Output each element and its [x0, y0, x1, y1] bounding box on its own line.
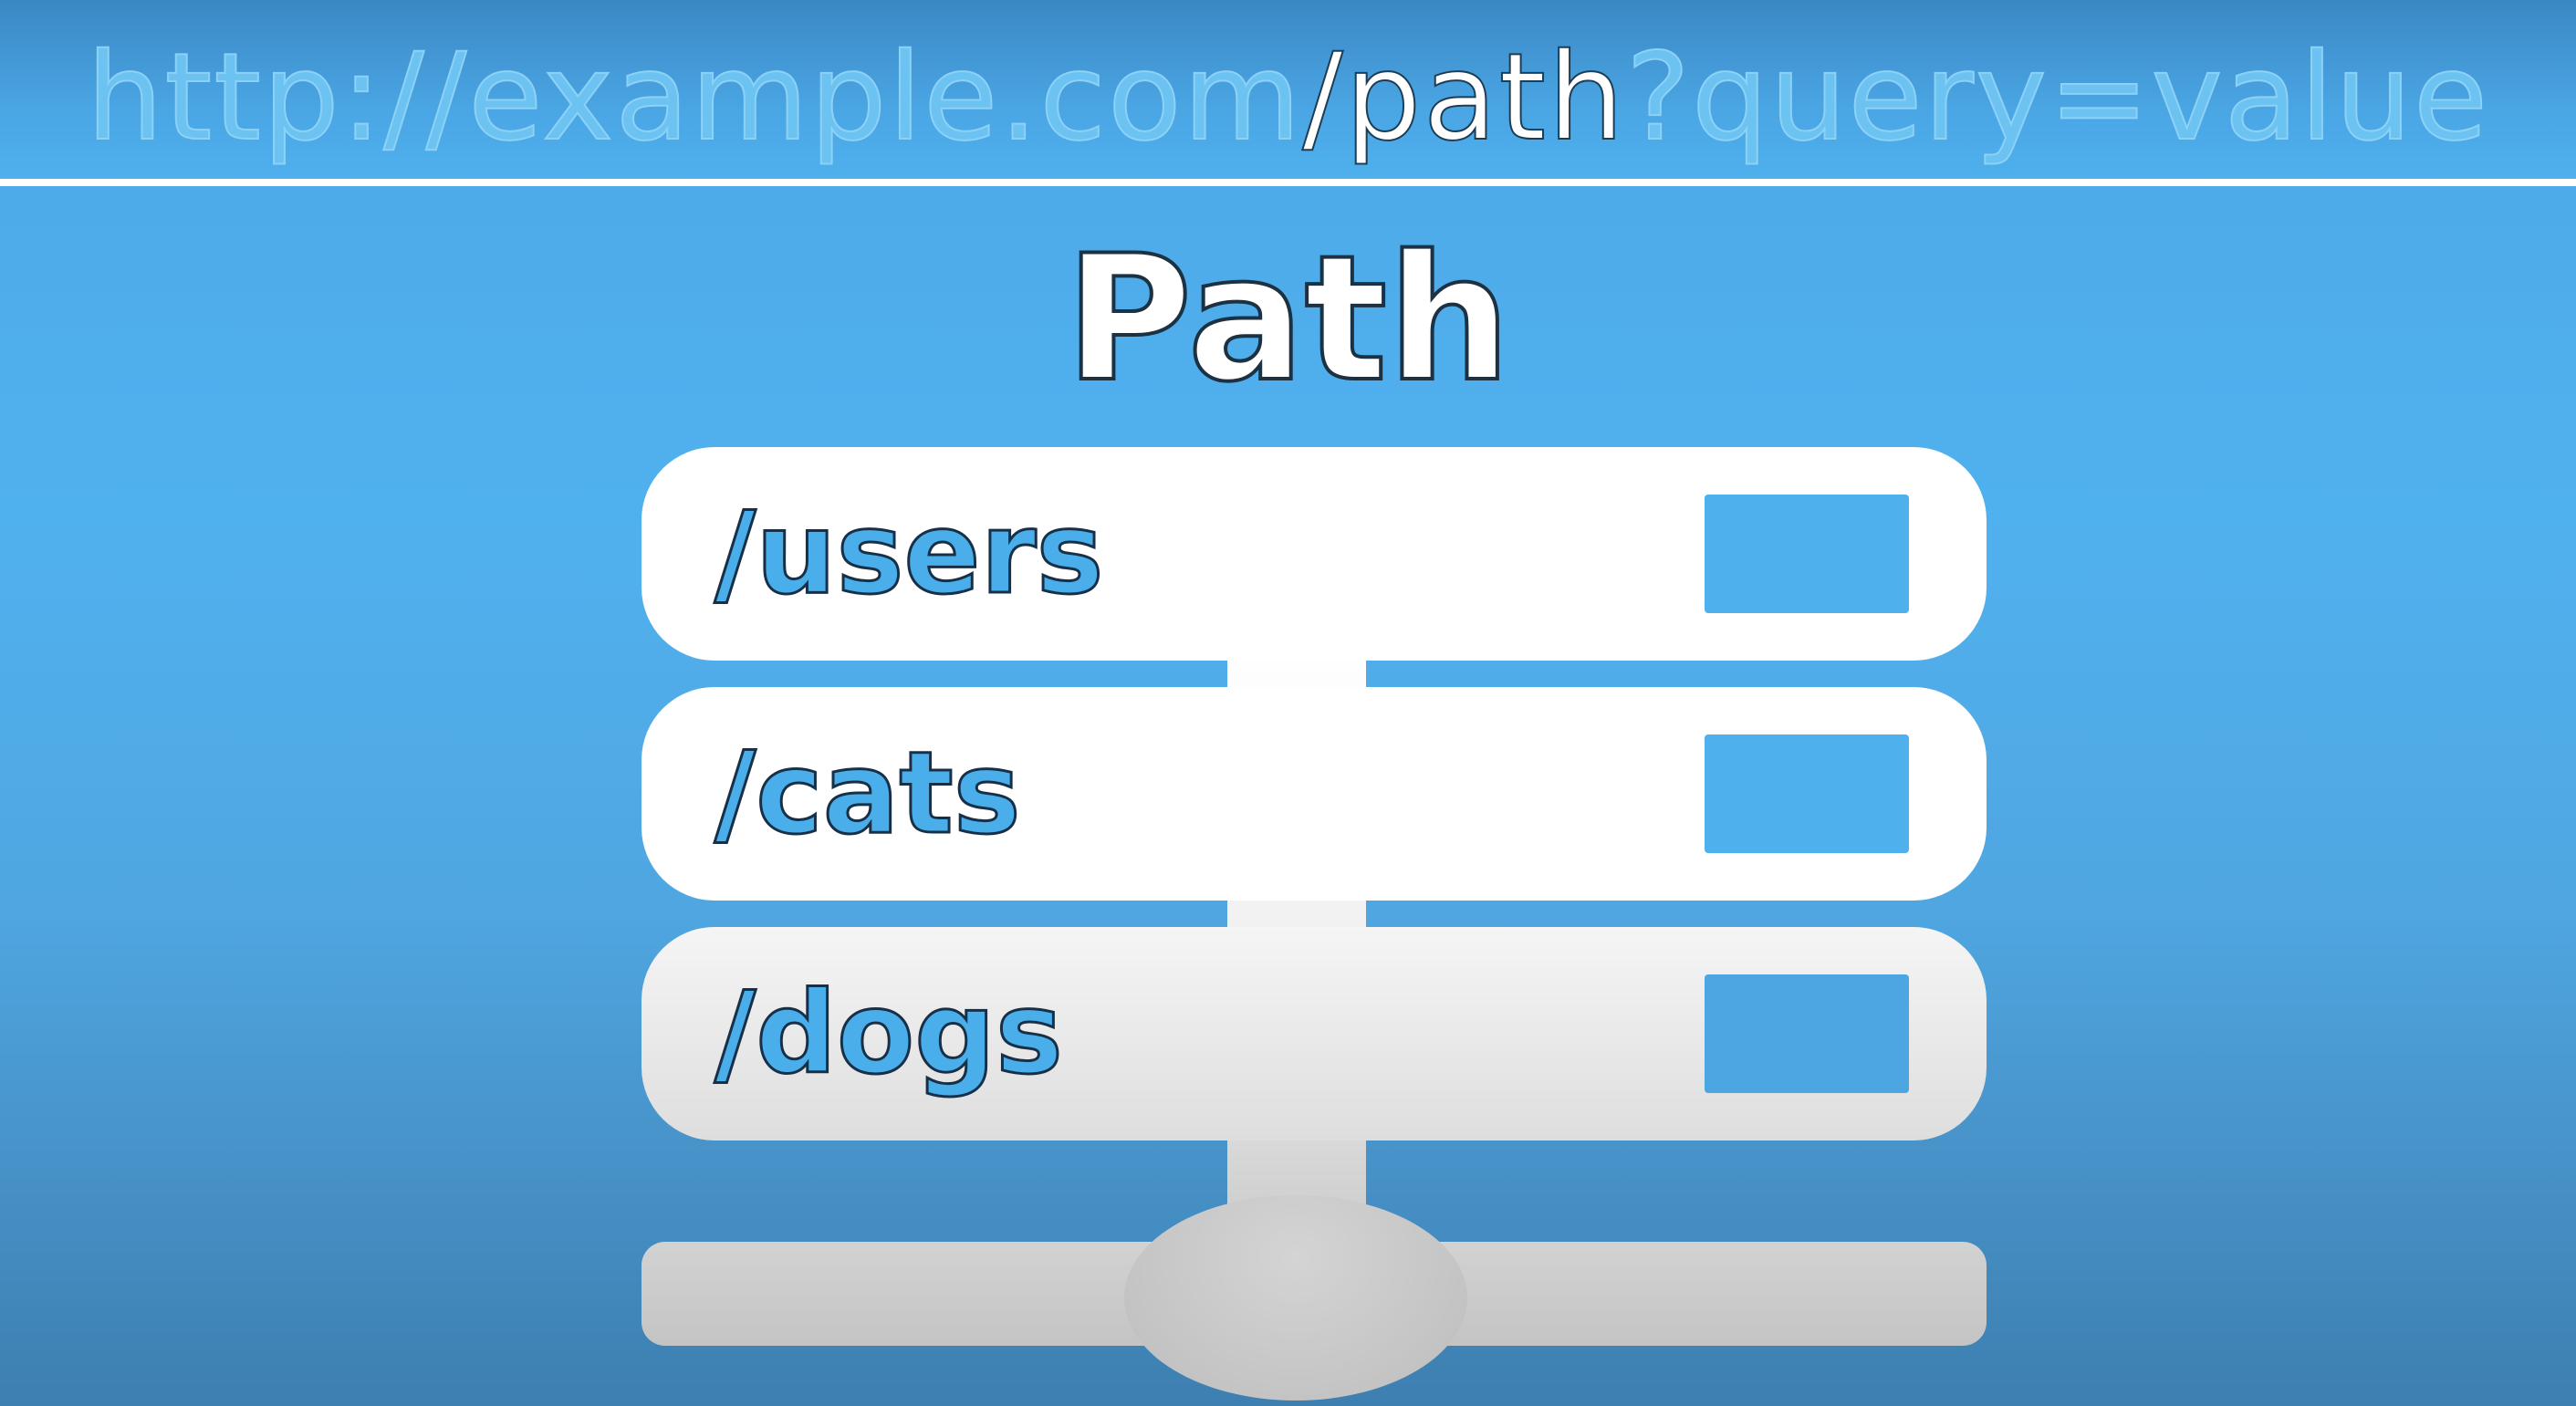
server-hub — [1124, 1195, 1467, 1401]
url-display: http://example.com/path?query=value — [0, 20, 2576, 175]
route-label: /dogs — [714, 967, 1065, 1101]
route-label: /cats — [714, 727, 1023, 861]
header-divider — [0, 179, 2576, 186]
url-path: /path — [1301, 26, 1626, 169]
route-unit-users: /users — [641, 447, 1987, 661]
url-scheme-domain: http://example.com — [86, 26, 1303, 169]
route-label: /users — [713, 487, 1104, 621]
url-query: ?query=value — [1625, 26, 2490, 169]
route-indicator — [1705, 974, 1909, 1093]
route-unit-dogs: /dogs — [641, 927, 1987, 1140]
route-indicator — [1705, 495, 1909, 613]
section-title: Path — [1063, 218, 1512, 420]
route-unit-cats: /cats — [641, 687, 1987, 901]
url-bar: http://example.com/path?query=value — [0, 0, 2576, 179]
route-indicator — [1705, 734, 1909, 853]
